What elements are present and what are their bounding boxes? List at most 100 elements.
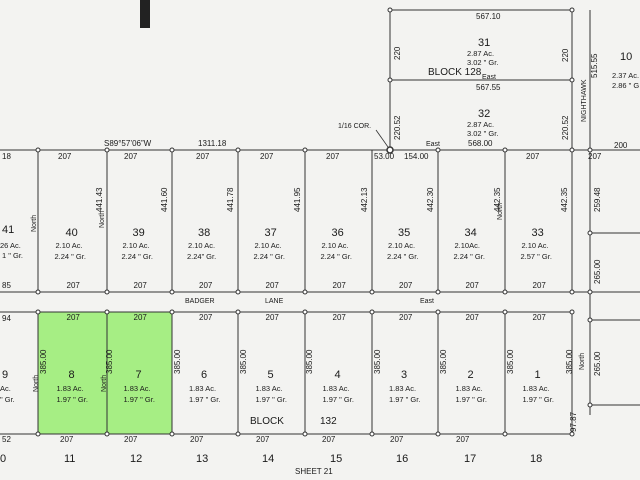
lower-bottom-frontage-2: 207 [190,435,204,444]
lot32-right-dim: 220.52 [561,115,570,140]
lot-1-acres: 1.83 Ac. [523,384,550,393]
lot-1-gross: 1.97 " Gr. [523,395,554,404]
lot-37-gross: 2.24 " Gr. [254,252,285,261]
lot-8-number: 8 [69,369,75,381]
corner-dim-97: 97.87 [569,411,578,432]
lot-36-acres: 2.10 Ac. [322,241,349,250]
lower-north-1: North [33,375,40,392]
lot-35-acres: 2.10 Ac. [388,241,415,250]
lower-top-frontage-6: 207 [466,313,480,322]
lot31-top-dim: 567.10 [476,12,501,21]
lot-35-gross: 2.24 " Gr. [387,252,418,261]
lower-depth-4: 385.00 [305,349,314,374]
badger-lane-name: BADGER [185,298,215,305]
lower-north-2: North [101,375,108,392]
lot9-number: 9 [2,369,8,381]
upper-top-frontage-5: 207 [526,152,540,161]
lot32-gross: 3.02 " Gr. [467,129,498,138]
lot-4-number: 4 [335,369,341,381]
lot-5-number: 5 [268,369,274,381]
right-dim-200: 200 [614,141,628,150]
lot10-acres: 2.37 Ac. [612,71,639,80]
upper-top-frontage-4: 207 [326,152,340,161]
badger-lane-east: East [420,298,434,305]
lower-top-frontage-3: 207 [266,313,280,322]
lower-left-edge-top: 94 [2,314,11,323]
strip-lot-17: 17 [464,453,476,465]
lot-highlight-8-7[interactable] [38,312,172,434]
upper-top-frontage-1: 207 [124,152,138,161]
lot41-acres: 26 Ac. [0,241,21,250]
lot9-acres: Ac. [0,384,11,393]
lot-3-acres: 1.83 Ac. [389,384,416,393]
upper-bottom-frontage-7: 207 [533,281,547,290]
right-dim-259: 259.48 [593,187,602,212]
east-line-total: 568.00 [468,139,493,148]
lower-lot-labels: 81.83 Ac.1.97 " Gr.71.83 Ac.1.97 " Gr.61… [57,369,554,404]
lot32-acres: 2.87 Ac. [467,120,494,129]
lot-40-number: 40 [66,227,78,239]
lot-1-number: 1 [535,369,541,381]
lot-8-acres: 1.83 Ac. [57,384,84,393]
lot-38-gross: 2.24” Gr. [187,252,216,261]
lot-33-acres: 2.10 Ac. [522,241,549,250]
lot-38-acres: 2.10 Ac. [188,241,215,250]
lot-5-acres: 1.83 Ac. [256,384,283,393]
lot-2-gross: 1.97 " Gr. [456,395,487,404]
lot-7-gross: 1.97 " Gr. [124,395,155,404]
lot-6-gross: 1.97 " Gr. [189,395,220,404]
bearing: S89°57’06”W [104,139,152,148]
nighthawk-street: NIGHTHAWK [581,79,588,122]
upper-left-edge-top: 18 [2,152,11,161]
upper-depth-2: 441.78 [226,187,235,212]
lot41-gross: 1 " Gr. [2,251,23,260]
lower-top-frontage-2: 207 [199,313,213,322]
sixteenth-corner-marker [386,146,394,154]
block128-label: BLOCK 128 [428,67,482,78]
upper-depth-4: 442.13 [360,187,369,212]
east-line-seg1: 53.00 [374,152,395,161]
lower-top-frontage-7: 207 [533,313,547,322]
upper-depth-5: 442.30 [426,187,435,212]
lot-39-number: 39 [133,227,145,239]
upper-left-edge-bottom: 85 [2,281,11,290]
upper-bottom-frontage-3: 207 [266,281,280,290]
upper-top-frontage-3: 207 [260,152,274,161]
upper-bottom-frontage-4: 207 [333,281,347,290]
lot-4-gross: 1.97 " Gr. [323,395,354,404]
lower-north-3: North [579,353,586,370]
lot-6-acres: 1.83 Ac. [189,384,216,393]
lower-depth-2: 385.00 [173,349,182,374]
strip-lot-14: 14 [262,453,274,465]
lot31-gross: 3.02 " Gr. [467,58,498,67]
lower-bottom-frontage-3: 207 [256,435,270,444]
lot-7-acres: 1.83 Ac. [124,384,151,393]
lower-depth-6: 385.00 [439,349,448,374]
lower-left-edge-bottom: 52 [2,435,11,444]
lot-38-number: 38 [198,227,210,239]
lot-34-gross: 2.24 " Gr. [454,252,485,261]
right-dim-265b: 265.00 [593,351,602,376]
lower-bottom-frontage-0: 207 [60,435,74,444]
upper-depth-1: 441.60 [160,187,169,212]
lot-39-gross: 2.24 " Gr. [122,252,153,261]
lower-depth-8: 385.00 [565,349,574,374]
strip-lot-15: 15 [330,453,342,465]
lot-3-gross: 1.97 " Gr. [389,395,420,404]
binding-mark [140,0,150,28]
lot-40-acres: 2.10 Ac. [56,241,83,250]
upper-top-frontage-0: 207 [58,152,72,161]
lot31-bottom-dim: 567.55 [476,83,501,92]
lower-bottom-frontage-4: 207 [322,435,336,444]
lot-36-number: 36 [332,227,344,239]
lot32-left-dim: 220.52 [393,115,402,140]
lot-33-gross: 2.57 " Gr. [521,252,552,261]
lot-35-number: 35 [398,227,410,239]
lot-2-number: 2 [468,369,474,381]
lower-depth-5: 385.00 [373,349,382,374]
lot31-east: East [482,74,496,81]
parcel-lines [0,9,640,435]
